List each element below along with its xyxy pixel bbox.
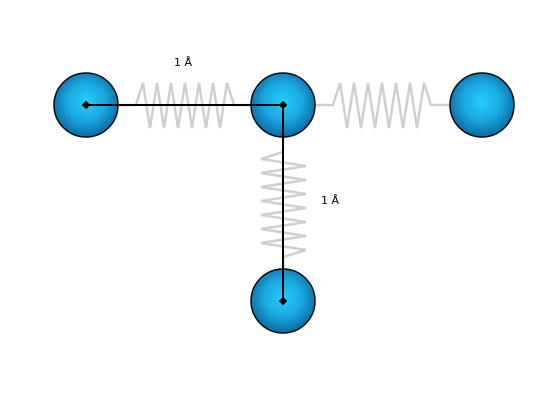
atom-right [449, 72, 515, 138]
endpoint-marker-bottom [278, 296, 288, 306]
endpoint-marker-left [81, 100, 91, 110]
spring-center-right [315, 82, 450, 129]
vertical-bond-length-label: 1 Å [321, 194, 340, 207]
endpoint-marker-center [278, 100, 288, 110]
spring-left-center [119, 82, 250, 129]
horizontal-bond-length-label: 1 Å [174, 56, 193, 69]
